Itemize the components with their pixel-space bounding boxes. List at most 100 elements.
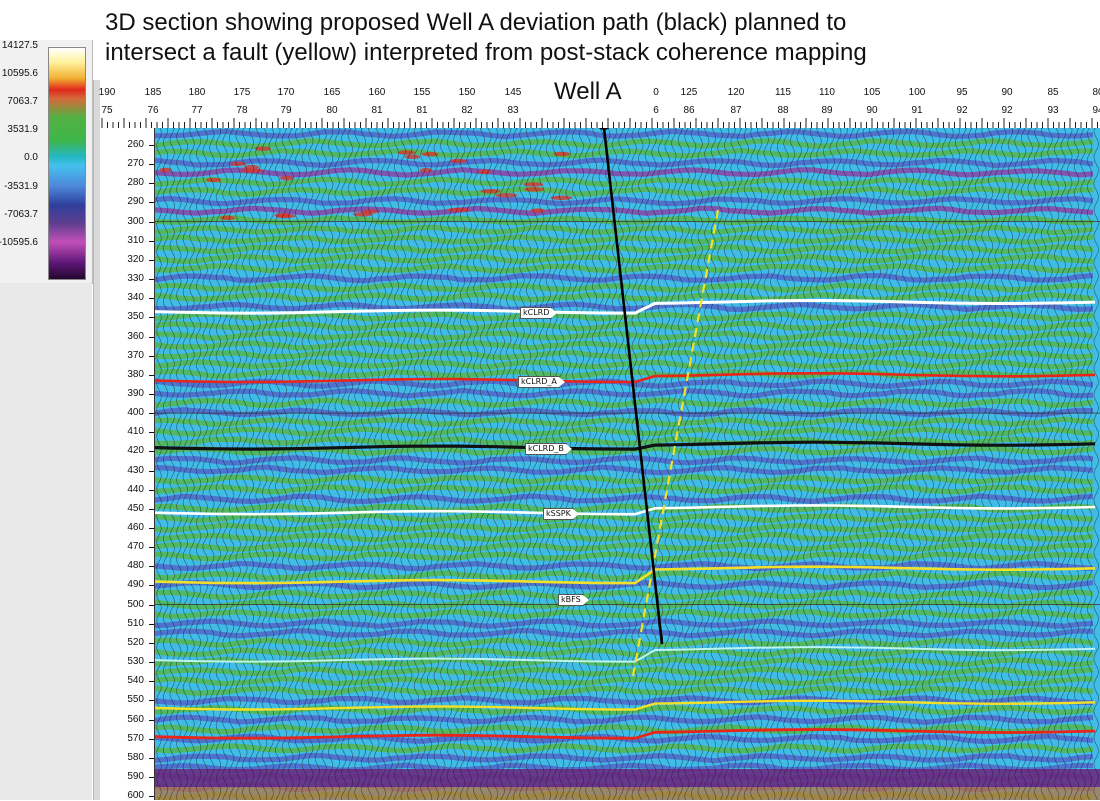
amplitude-band (155, 647, 1094, 658)
wiggle-trace (426, 128, 433, 800)
colorbar-tick: 14127.5 (1, 40, 38, 51)
wiggle-trace (690, 128, 697, 800)
wiggle-trace (169, 128, 175, 800)
wiggle-trace (413, 128, 420, 800)
header-bottom-label: 81 (371, 105, 383, 116)
depth-tick (149, 164, 154, 166)
header-top-label: 180 (188, 87, 206, 98)
header-top-label: 155 (413, 87, 431, 98)
amplitude-band (155, 157, 1094, 169)
wiggle-trace (803, 128, 809, 800)
depth-label: 270 (127, 158, 144, 170)
depth-tick (149, 547, 154, 549)
depth-label: 320 (127, 253, 144, 265)
wiggle-trace (228, 128, 235, 800)
header-top-label: 175 (233, 87, 251, 98)
depth-tick (149, 738, 154, 740)
depth-label: 370 (127, 349, 144, 361)
colorbar-tick: 7063.7 (7, 96, 38, 107)
horizon-red-lower (155, 728, 1096, 740)
wiggle-trace (459, 128, 466, 800)
depth-label: 530 (127, 656, 144, 668)
high-amplitude-spot (206, 177, 222, 183)
wiggle-trace (789, 128, 796, 800)
depth-label: 440 (127, 483, 144, 495)
seismic-section[interactable] (155, 128, 1100, 800)
header-bottom-label: 81 (416, 105, 428, 116)
wiggle-trace (308, 128, 314, 800)
amplitude-colorbar (48, 47, 86, 280)
wiggle-trace (215, 128, 222, 800)
wiggle-trace (334, 128, 340, 800)
wiggle-trace (1086, 128, 1093, 800)
wiggle-trace (367, 128, 373, 800)
depth-label: 390 (127, 387, 144, 399)
amplitude-band (155, 714, 1094, 725)
header-top-label: 150 (458, 87, 476, 98)
depth-label: 360 (127, 330, 144, 342)
well-marker-label: kCLRD_B (525, 442, 572, 455)
colorbar-tick: 10595.6 (1, 68, 38, 79)
high-amplitude-spot (244, 165, 259, 170)
amplitude-band (155, 282, 1094, 293)
depth-label: 510 (127, 617, 144, 629)
depth-tick (149, 700, 154, 702)
depth-tick (149, 796, 154, 798)
header-bottom-label: 6 (653, 105, 659, 116)
colorbar-tick: 0.0 (24, 152, 38, 163)
depth-label: 300 (127, 215, 144, 227)
wiggle-trace (585, 128, 591, 800)
vertical-scroll-strip[interactable] (93, 80, 101, 800)
header-bottom-label: 89 (821, 105, 833, 116)
amplitude-band (155, 128, 1094, 140)
depth-label: 410 (127, 426, 144, 438)
wiggle-trace (928, 128, 934, 800)
depth-label: 310 (127, 234, 144, 246)
well-marker-label: kCLRD_A (518, 375, 565, 388)
wiggle-trace (888, 128, 895, 800)
wiggle-trace (1020, 128, 1027, 800)
wiggle-trace (407, 128, 413, 800)
amplitude-band (155, 474, 1094, 485)
wiggle-trace (453, 128, 459, 800)
header-bottom-label: 82 (461, 105, 473, 116)
amplitude-band (155, 205, 1094, 217)
wiggle-trace (1007, 128, 1014, 800)
header-bottom-label: 88 (777, 105, 789, 116)
wiggle-trace (618, 128, 624, 800)
wiggle-trace (1040, 128, 1047, 800)
wiggle-trace (281, 128, 288, 800)
depth-tick (149, 336, 154, 338)
wiggle-trace (994, 128, 1000, 800)
wiggle-trace (862, 128, 868, 800)
depth-tick (149, 528, 154, 529)
wiggle-trace (360, 128, 367, 800)
depth-label: 560 (127, 713, 144, 725)
high-amplitude-spot (480, 188, 501, 194)
wiggle-trace (651, 128, 657, 800)
horizon-kclrd-b (155, 440, 1096, 451)
header-top-label: 160 (368, 87, 386, 98)
amplitude-band (155, 138, 1094, 149)
amplitude-band (155, 666, 1094, 677)
amplitude-band (155, 512, 1094, 524)
wiggle-trace (902, 128, 908, 800)
wiggle-trace (624, 128, 631, 800)
colorbar-tick: -10595.6 (0, 237, 38, 248)
horizon-kclrd-a (155, 371, 1096, 384)
depth-tick (149, 298, 154, 300)
wiggle-trace (743, 128, 750, 800)
amplitude-band (155, 675, 1094, 687)
colorbar-tick: 3531.9 (7, 124, 38, 135)
wiggle-trace (288, 128, 294, 800)
wiggle-trace (875, 128, 882, 800)
well-a-surface-location (598, 128, 610, 130)
depth-label: 430 (127, 464, 144, 476)
wiggle-trace (783, 128, 789, 800)
well-marker-label: kCLRD (520, 306, 558, 319)
amplitude-band (155, 359, 1094, 370)
colorbar-tick: -7063.7 (4, 209, 38, 220)
wiggle-trace (176, 128, 182, 800)
wiggle-trace (796, 128, 802, 800)
amplitude-band (155, 147, 1093, 159)
